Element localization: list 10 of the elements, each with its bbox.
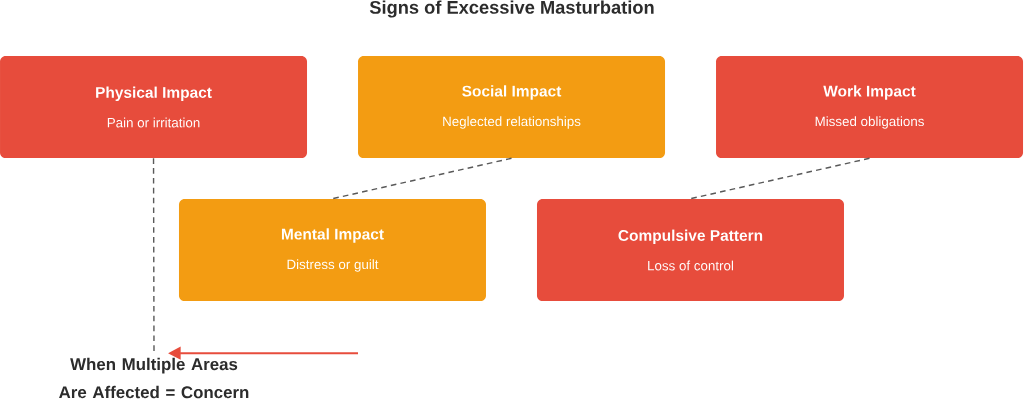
- title: Signs of Excessive Masturbation: [369, 0, 654, 18]
- impact-box: Physical Impact Pain or irritation: [0, 56, 307, 158]
- connector-line: [689, 157, 871, 200]
- impact-box: Work Impact Missed obligations: [716, 56, 1024, 158]
- connector-line: [331, 157, 513, 200]
- connector-line: [152, 157, 155, 354]
- impact-box: Mental Impact Distress or guilt: [179, 199, 486, 301]
- conclusion-text: When Multiple Areas Are Affected = Concern: [59, 357, 249, 399]
- impact-box: Social Impact Neglected relationships: [358, 56, 666, 158]
- impact-box: Compulsive Pattern Loss of control: [537, 199, 844, 301]
